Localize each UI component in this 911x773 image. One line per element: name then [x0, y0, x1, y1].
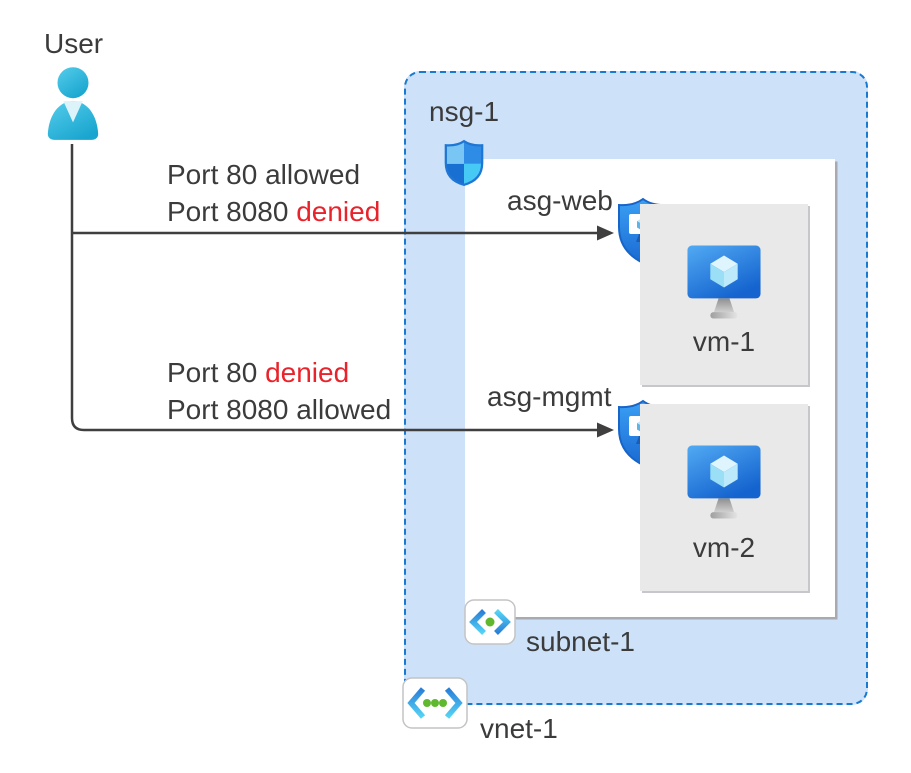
subnet-label: subnet-1 [526, 626, 635, 657]
denied-text: denied [296, 196, 381, 227]
vnet-label: vnet-1 [480, 713, 558, 744]
rule-text-top: Port 80 allowed Port 8080 denied [167, 156, 380, 230]
arrowhead-to-asg-web [597, 225, 614, 241]
user-label: User [44, 28, 104, 59]
vm1-label: vm-1 [692, 326, 756, 357]
virtual-machine-icon [687, 245, 761, 319]
vm2-label: vm-2 [692, 532, 756, 563]
arrowhead-to-asg-mgmt [597, 422, 614, 438]
denied-text: denied [265, 357, 350, 388]
virtual-network-icon [402, 677, 468, 729]
rule-top-line2: Port 8080 denied [167, 196, 381, 227]
rule-bottom-line1: Port 80 denied [167, 357, 350, 388]
user-person-icon [47, 67, 99, 140]
vm1-box: vm-1 [640, 204, 808, 385]
rule-bottom-line2: Port 8080 allowed [167, 394, 392, 425]
vm2-box: vm-2 [640, 404, 808, 591]
asg-mgmt-label: asg-mgmt [487, 381, 612, 412]
rule-top-line1: Port 80 allowed [167, 159, 361, 190]
asg-web-label: asg-web [507, 185, 613, 216]
nsg-shield-icon [444, 139, 484, 186]
nsg-label: nsg-1 [429, 96, 500, 127]
virtual-machine-icon [687, 445, 761, 519]
subnet-icon [464, 599, 516, 645]
rule-text-bottom: Port 80 denied Port 8080 allowed [167, 354, 391, 428]
